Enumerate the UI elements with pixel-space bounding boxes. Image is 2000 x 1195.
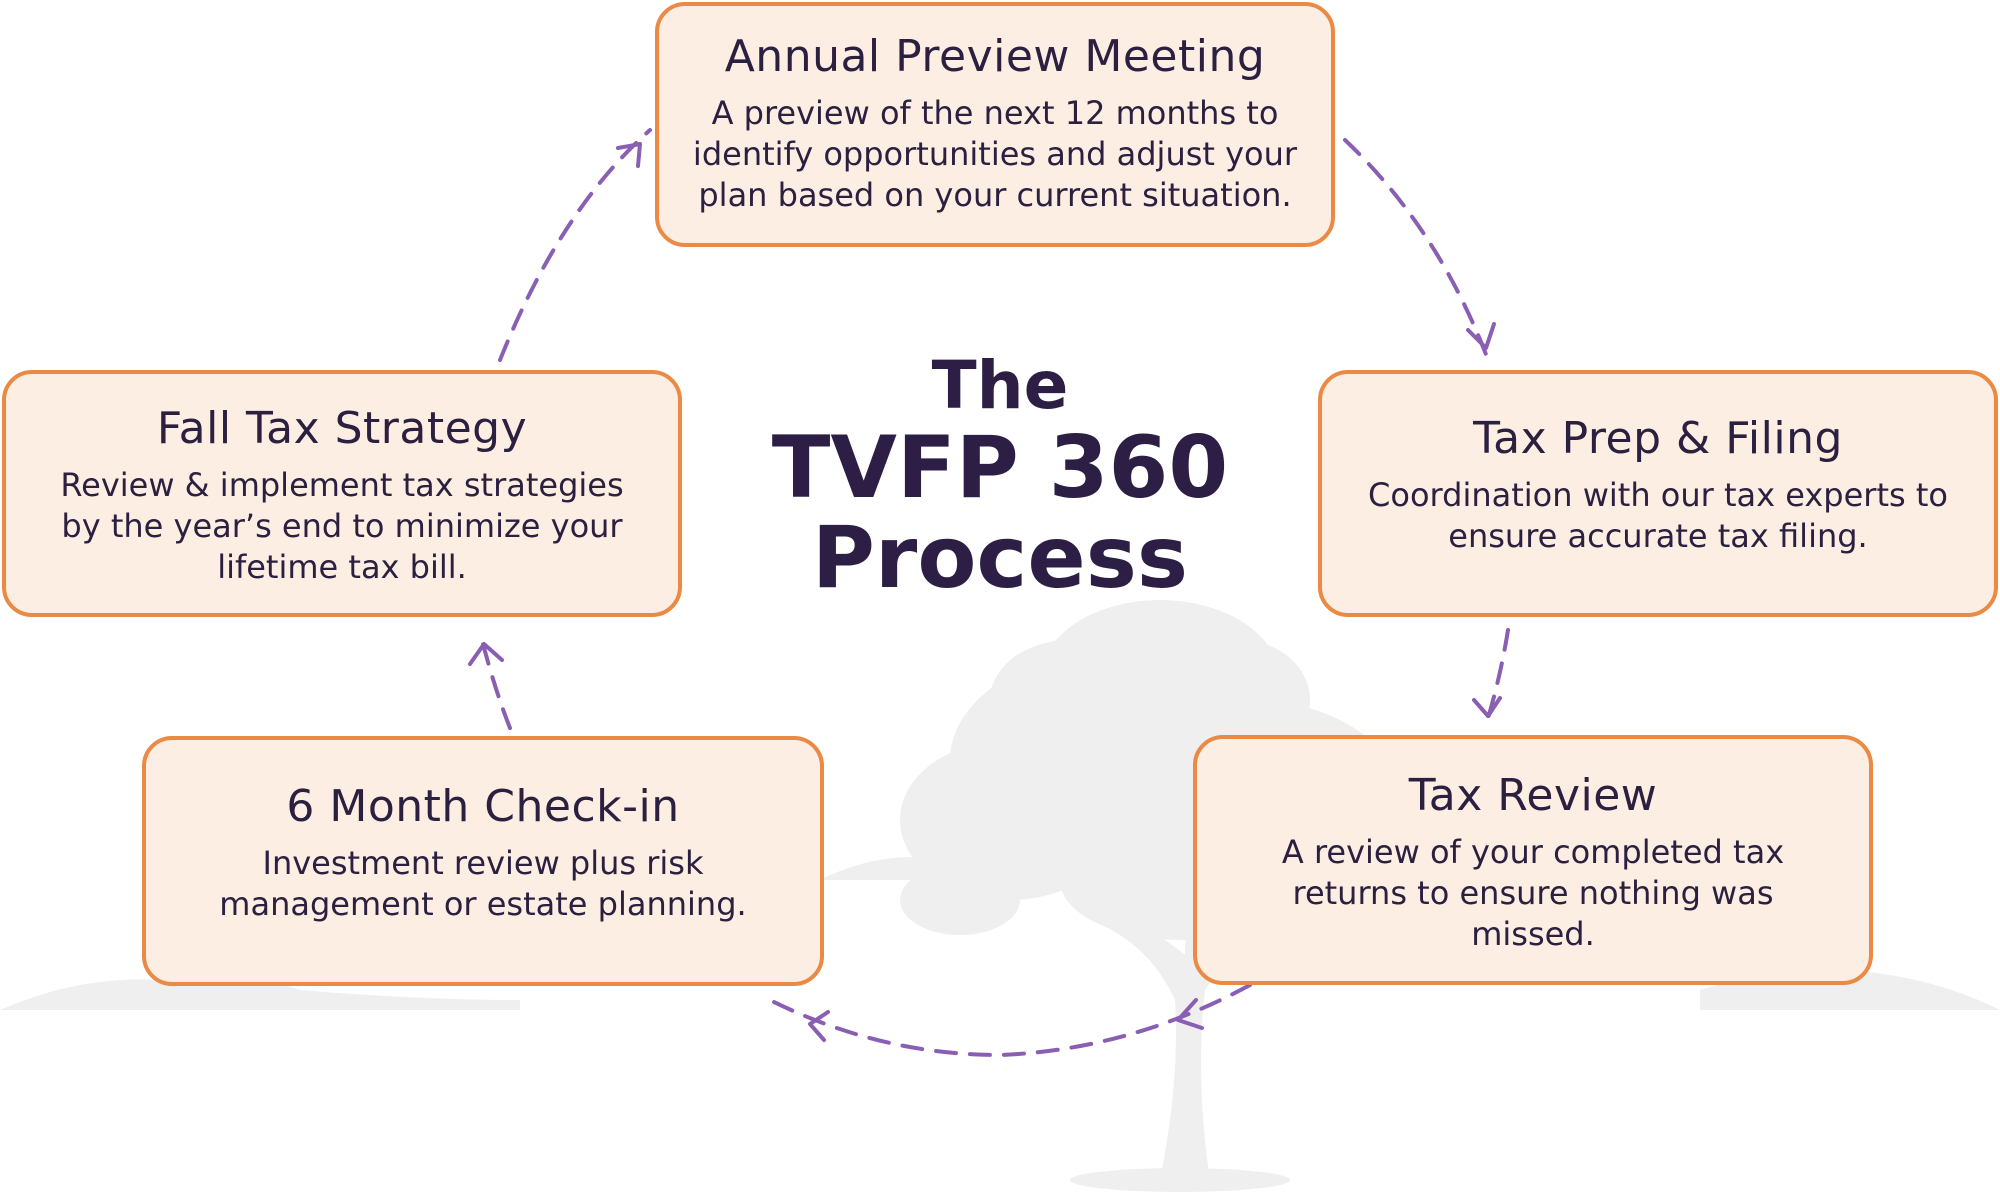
step-title: Tax Review <box>1408 770 1658 821</box>
step-title: Fall Tax Strategy <box>156 403 528 454</box>
step-6-month-check-in: 6 Month Check-in Investment review plus … <box>142 736 824 986</box>
step-description: Review & implement tax strategies by the… <box>60 465 624 586</box>
step-tax-prep-filing: Tax Prep & Filing Coordination with our … <box>1318 370 1998 617</box>
step-description: Coordination with our tax experts to ens… <box>1368 475 1948 555</box>
arrowhead-review-left <box>1176 998 1204 1030</box>
step-description: Investment review plus risk management o… <box>219 843 747 923</box>
step-fall-tax-strategy: Fall Tax Strategy Review & implement tax… <box>2 370 682 617</box>
diagram-center-title: The TVFP 360 Process <box>700 347 1300 608</box>
step-title: 6 Month Check-in <box>286 781 680 832</box>
step-annual-preview-meeting: Annual Preview Meeting A preview of the … <box>655 2 1335 247</box>
connector-checkin-to-fall <box>480 638 512 730</box>
center-title-line-1: The <box>931 347 1069 424</box>
connector-taxprep-to-review <box>1483 628 1510 730</box>
step-title: Tax Prep & Filing <box>1473 413 1843 464</box>
process-connectors <box>480 128 1510 1058</box>
arrowhead-annual <box>616 142 642 168</box>
center-title-line-3: Process <box>811 507 1189 608</box>
dashed-arrow-icon <box>468 142 1502 1042</box>
arrowhead-review <box>1472 696 1502 718</box>
arrowhead-checkin <box>808 1010 830 1042</box>
step-title: Annual Preview Meeting <box>724 31 1266 82</box>
connector-fall-to-annual <box>498 128 652 362</box>
connector-review-to-checkin <box>768 983 1252 1058</box>
center-title-line-2: TVFP 360 <box>771 417 1229 518</box>
connector-annual-to-taxprep <box>1343 138 1492 367</box>
arrowhead-taxprep <box>1466 322 1496 350</box>
step-description: A preview of the next 12 months to ident… <box>692 93 1298 214</box>
arrowhead-fall <box>468 642 504 666</box>
step-description: A review of your completed tax returns t… <box>1281 832 1785 953</box>
step-tax-review: Tax Review A review of your completed ta… <box>1193 735 1873 985</box>
